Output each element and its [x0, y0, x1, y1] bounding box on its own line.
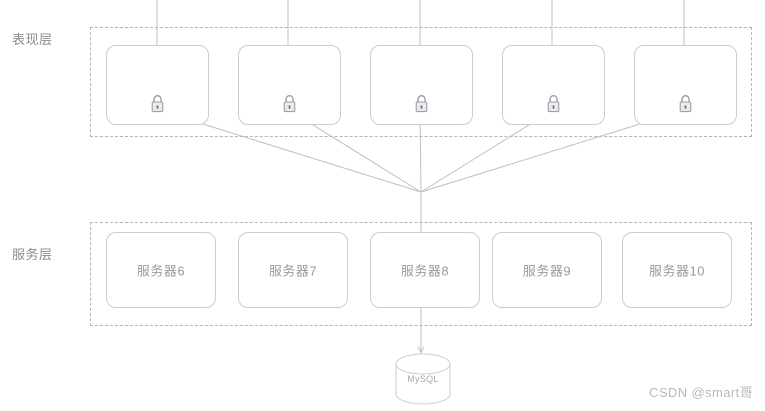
presentation-node-1[interactable]	[106, 45, 209, 125]
service-node-label: 服务器9	[522, 263, 572, 279]
database-cylinder-shape	[395, 353, 451, 405]
lock-icon	[547, 95, 560, 113]
service-node-label: 服务器7	[268, 263, 318, 279]
service-node-label: 服务器10	[649, 263, 705, 279]
service-node-server10[interactable]: 服务器10	[622, 232, 732, 308]
presentation-node-2[interactable]	[238, 45, 341, 125]
layer-label-service: 服务层	[12, 247, 53, 262]
service-node-server7[interactable]: 服务器7	[238, 232, 348, 308]
service-node-server9[interactable]: 服务器9	[492, 232, 602, 308]
presentation-layer-zone	[90, 27, 752, 137]
lock-icon	[151, 95, 164, 113]
service-node-server6[interactable]: 服务器6	[106, 232, 216, 308]
presentation-node-4[interactable]	[502, 45, 605, 125]
service-node-label: 服务器8	[400, 263, 450, 279]
lock-icon	[283, 95, 296, 113]
layer-label-presentation: 表现层	[12, 32, 53, 47]
database-label: MySQL	[407, 374, 439, 384]
lock-icon	[415, 95, 428, 113]
presentation-node-5[interactable]	[634, 45, 737, 125]
service-node-label: 服务器6	[136, 263, 186, 279]
lock-icon	[679, 95, 692, 113]
service-node-server8[interactable]: 服务器8	[370, 232, 480, 308]
presentation-node-3[interactable]	[370, 45, 473, 125]
watermark: CSDN @smart哥	[649, 385, 753, 400]
service-layer-zone	[90, 222, 752, 326]
